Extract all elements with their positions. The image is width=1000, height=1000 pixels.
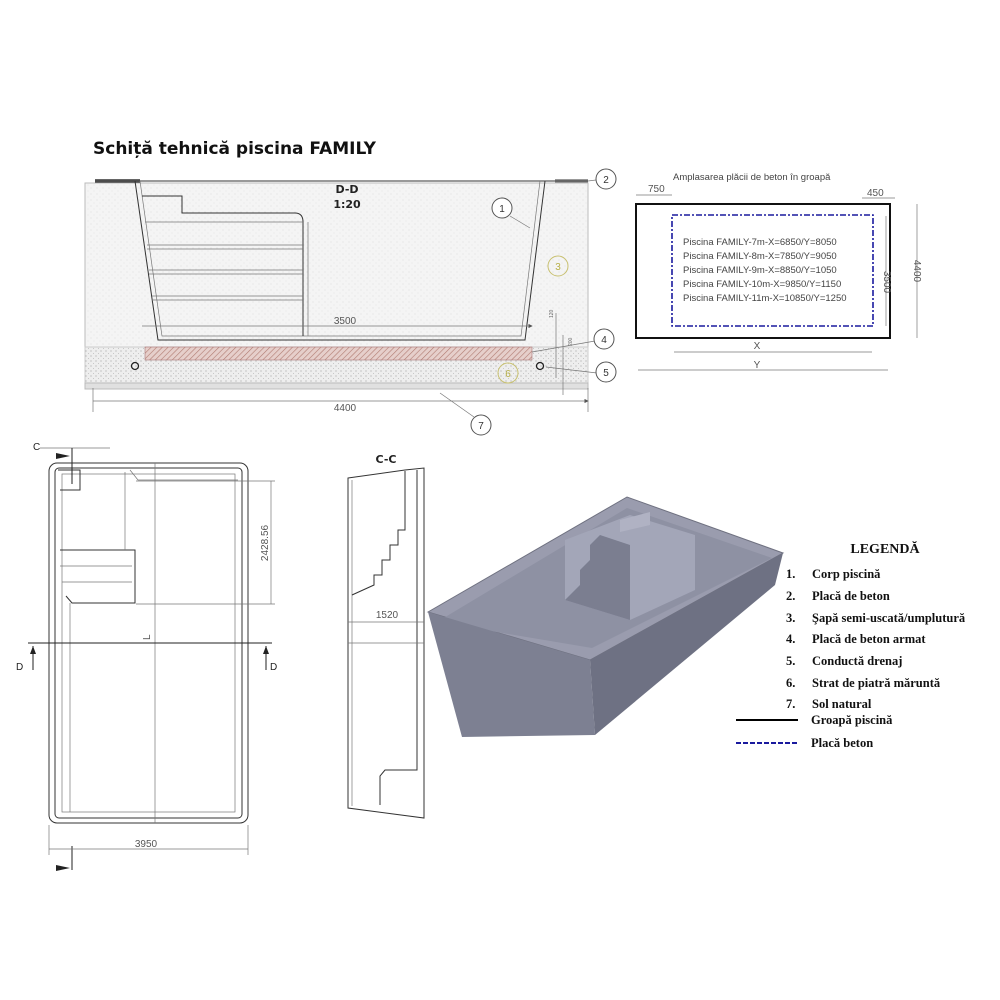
svg-text:4.: 4. [786,632,795,646]
svg-text:1.: 1. [786,567,795,581]
section-d-left: D [16,662,23,673]
svg-text:3: 3 [555,262,561,273]
callout-3: 3 [547,255,569,277]
legend-item: 1. Corp piscină [786,567,881,581]
svg-text:Placă de beton: Placă de beton [812,589,890,603]
section-c: C [33,442,40,453]
callout-6: 6 [497,362,519,384]
svg-text:Conductă drenaj: Conductă drenaj [812,654,902,668]
legend-item: 3. Şapă semi-uscată/umplutură [786,611,966,625]
svg-text:6.: 6. [786,676,795,690]
callout-5: 5 [595,361,617,383]
svg-text:Şapă semi-uscată/umplutură: Şapă semi-uscată/umplutură [812,611,966,625]
placement-line: Piscina FAMILY-11m-X=10850/Y=1250 [683,293,847,304]
placement-line: Piscina FAMILY-8m-X=7850/Y=9050 [683,251,837,262]
dim-x: X [754,341,761,352]
dim-750: 750 [648,184,665,195]
svg-text:3.: 3. [786,611,795,625]
svg-text:5.: 5. [786,654,795,668]
placement-line: Piscina FAMILY-9m-X=8850/Y=1050 [683,265,837,276]
dim-1520: 1520 [376,610,399,621]
dim-4400-v: 4400 [911,260,922,283]
callout-2: 2 [595,168,617,190]
svg-text:Placă de beton armat: Placă de beton armat [812,632,926,646]
dim-2428: 2428.56 [260,524,271,561]
dim-4400: 4400 [334,403,357,414]
section-cc-label: C-C [376,453,397,466]
svg-text:1: 1 [499,204,505,215]
slab-outline [671,214,874,327]
callout-7: 7 [470,414,492,436]
legend-item: 4. Placă de beton armat [786,632,926,646]
svg-text:4: 4 [601,335,607,346]
svg-text:7: 7 [478,421,484,432]
legend-item: 2. Placă de beton [786,589,890,603]
section-d-right: D [270,662,277,673]
page-title: Schiță tehnică piscina FAMILY [93,139,377,159]
drain-pipe-left [130,361,140,371]
dim-450: 450 [867,188,884,199]
placement-title: Amplasarea plăcii de beton în groapă [673,172,831,183]
svg-text:7.: 7. [786,697,795,711]
dim-l: L [142,634,153,640]
section-scale: 1:20 [333,198,361,211]
drain-pipe-right [535,361,545,371]
callout-1: 1 [491,197,513,219]
section-cc: C-C 1520 [347,453,425,819]
section-dd: D-D 1:20 3500 4400 120 200 1 2 3 4 5 6 7 [84,168,617,436]
legend-item: 7. Sol natural [786,697,872,711]
dim-3500: 3500 [334,316,357,327]
slab-placement-plan: Amplasarea plăcii de beton în groapă 750… [635,172,922,371]
legend-item: 5. Conductă drenaj [786,654,902,668]
placement-line: Piscina FAMILY-10m-X=9850/Y=1150 [683,279,841,290]
svg-text:5: 5 [603,368,609,379]
dim-3500-v: 3500 [881,271,892,294]
reinforced-slab [144,346,533,361]
pool-3d-render [426,496,785,737]
placement-line: Piscina FAMILY-7m-X=6850/Y=8050 [683,237,837,248]
pit-outline [635,203,891,339]
pool-body [134,180,546,341]
plan-view: D D C 2428.56 L 3950 [16,442,277,871]
natural-soil [84,382,589,390]
legend: LEGENDĂ 1. Corp piscină 2. Placă de beton … [736,540,966,750]
svg-text:2.: 2. [786,589,795,603]
legend-title: LEGENDĂ [850,540,920,557]
dim-120: 120 [549,309,555,318]
dim-200: 200 [568,337,574,346]
legend-line-label: Placă beton [811,736,873,750]
svg-text:Corp piscină: Corp piscină [812,567,881,581]
legend-line-label: Groapă piscină [811,713,893,727]
svg-text:Strat de piatră măruntă: Strat de piatră măruntă [812,676,941,690]
legend-item: 6. Strat de piatră măruntă [786,676,941,690]
callout-4: 4 [593,328,615,350]
svg-text:6: 6 [505,369,511,380]
dim-y: Y [754,360,761,371]
section-label: D-D [335,183,358,196]
svg-text:2: 2 [603,175,609,186]
svg-text:Sol natural: Sol natural [812,697,872,711]
dim-3950: 3950 [135,839,158,850]
